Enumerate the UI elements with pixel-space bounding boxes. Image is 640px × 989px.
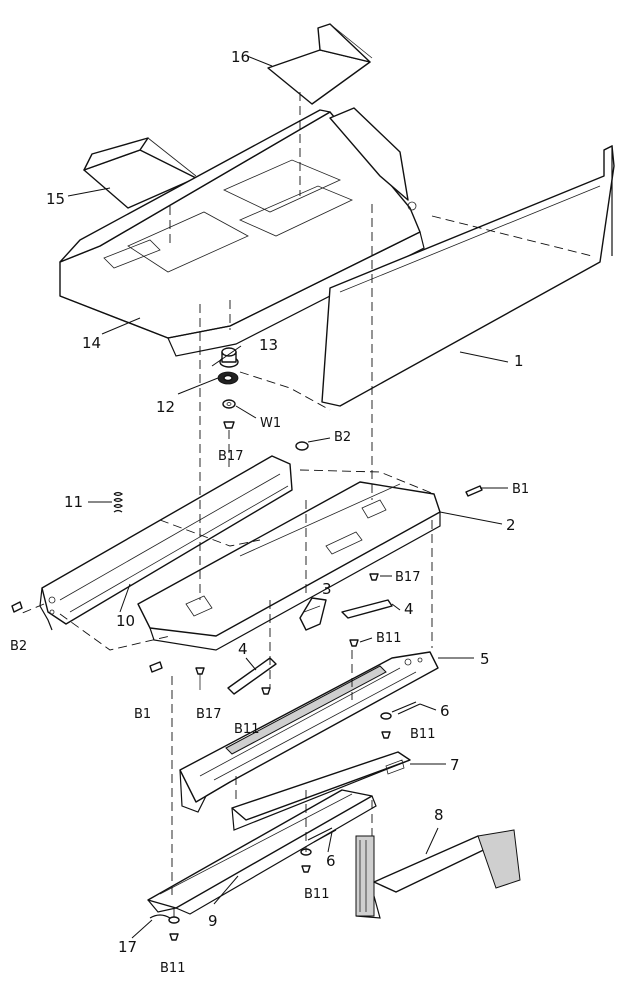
part-10-guide-rail <box>39 455 293 631</box>
label-8: 8 <box>434 806 444 824</box>
part-6-spring-upper <box>391 701 437 715</box>
screw-b1-left <box>149 661 163 673</box>
label-b2-left: B2 <box>10 639 27 654</box>
part-7-guide-plate <box>231 751 446 831</box>
part-14-top-cover <box>59 107 425 357</box>
label-6-upper: 6 <box>440 702 450 720</box>
label-12: 12 <box>156 398 175 416</box>
label-4-right: 4 <box>404 600 414 618</box>
part-15-paper-guide <box>67 137 197 209</box>
part-4-leaf-spring-right <box>341 599 401 619</box>
screw-b11-left <box>261 687 271 695</box>
screw-b11-bottom-mid <box>300 848 312 873</box>
part-2-chassis-plate <box>137 481 503 651</box>
label-w1: W1 <box>260 416 281 431</box>
screw-b17-center <box>369 573 392 581</box>
part-8-flex-cable <box>355 827 521 919</box>
label-b17-left: B17 <box>196 707 221 722</box>
label-b11-right: B11 <box>410 727 435 742</box>
label-b17-upper: B17 <box>218 449 243 464</box>
callout-labels: 16 15 14 13 1 12 W1 B2 B17 B1 11 2 B17 3… <box>10 48 529 976</box>
part-5-lower-frame <box>179 651 474 813</box>
screw-b11-right <box>380 712 392 739</box>
label-15: 15 <box>46 190 65 208</box>
label-b1-left: B1 <box>134 707 151 722</box>
label-b11-bottom-mid: B11 <box>304 887 329 902</box>
label-9: 9 <box>208 912 218 930</box>
screw-b1-right <box>465 485 508 497</box>
screw-b2-upper <box>295 437 331 451</box>
part-12-13-w1-stack <box>177 345 257 429</box>
label-6-lower: 6 <box>326 852 336 870</box>
label-4-left: 4 <box>238 640 248 658</box>
label-b11-bottom-left: B11 <box>160 961 185 976</box>
part-16-paper-guide <box>246 23 373 105</box>
label-b11-center: B11 <box>376 631 401 646</box>
label-b11-left: B11 <box>234 722 259 737</box>
label-b17-center: B17 <box>395 570 420 585</box>
part-17-clip <box>131 914 171 939</box>
assembly-dashed-lines <box>19 92 593 920</box>
label-2: 2 <box>506 516 516 534</box>
label-17: 17 <box>118 938 137 956</box>
label-b2-upper: B2 <box>334 430 351 445</box>
part-4-leaf-spring-left <box>227 657 277 695</box>
screw-b11-center <box>349 637 373 647</box>
label-3: 3 <box>322 580 332 598</box>
part-1-rear-panel <box>321 145 615 407</box>
label-11: 11 <box>64 493 83 511</box>
screw-b2-left <box>11 601 23 613</box>
label-16: 16 <box>231 48 250 66</box>
part-3-bracket <box>299 597 327 631</box>
screw-b11-bottom-left <box>168 916 180 941</box>
part-11-spring <box>88 491 124 513</box>
label-7: 7 <box>450 756 460 774</box>
part-9-bottom-channel <box>147 789 377 915</box>
label-1: 1 <box>514 352 524 370</box>
label-13: 13 <box>259 336 278 354</box>
label-5: 5 <box>480 650 490 668</box>
label-14: 14 <box>82 334 101 352</box>
screw-b17-left <box>195 667 205 690</box>
label-b1-right: B1 <box>512 482 529 497</box>
label-10: 10 <box>116 612 135 630</box>
